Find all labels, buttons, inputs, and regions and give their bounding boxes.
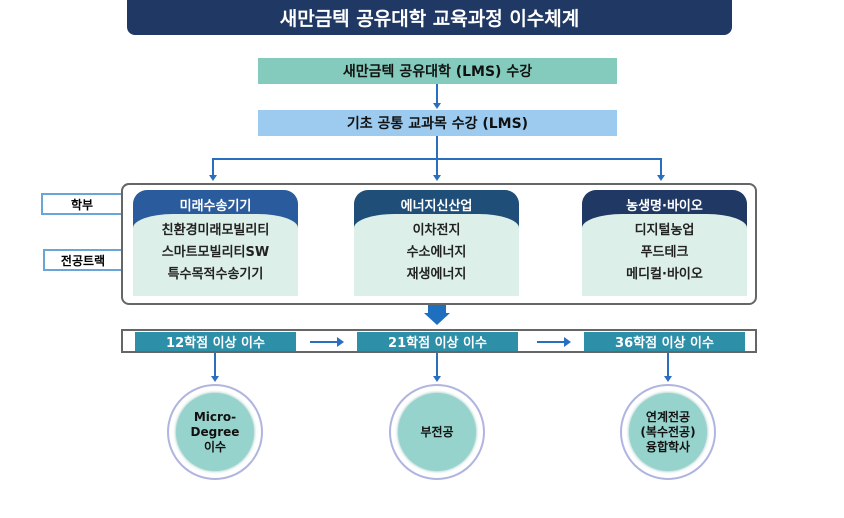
- track-item: 특수목적수송기기: [167, 267, 264, 282]
- arrow-down-icon: [211, 376, 219, 382]
- label-dept: 학부: [41, 193, 123, 215]
- connector: [436, 84, 438, 104]
- connector: [212, 158, 214, 176]
- credit-step: 21학점 이상 이수: [357, 332, 518, 351]
- outcome-text: Degree: [190, 424, 240, 439]
- credits-box: [121, 329, 757, 353]
- arrow-down-icon: [433, 175, 441, 181]
- label-track: 전공트랙: [43, 249, 123, 271]
- arrow-down-icon: [657, 175, 665, 181]
- outcome-double-major: 연계전공(복수전공)융합학사: [620, 384, 716, 480]
- outcome-text: 융합학사: [645, 439, 691, 454]
- arrow-right-icon: [310, 337, 344, 347]
- outcome-text: Micro-: [193, 409, 237, 424]
- track-item: 디지털농업: [634, 223, 695, 238]
- big-arrow-icon: [428, 305, 446, 313]
- connector: [214, 353, 216, 377]
- track-item: 수소에너지: [406, 245, 467, 260]
- credit-step: 12학점 이상 이수: [135, 332, 296, 351]
- step-basic-common-course: 기초 공통 교과목 수강 (LMS): [258, 110, 617, 136]
- page-title: 새만금텍 공유대학 교육과정 이수체계: [127, 0, 732, 35]
- track-item: 재생에너지: [406, 267, 467, 282]
- arrow-down-icon: [433, 376, 441, 382]
- connector: [667, 353, 669, 377]
- step-lms-course: 새만금텍 공유대학 (LMS) 수강: [258, 58, 617, 84]
- outcome-text: 이수: [203, 439, 227, 454]
- connector: [212, 158, 662, 160]
- outcome-text: (복수전공): [640, 424, 696, 439]
- arrow-right-icon: [537, 337, 571, 347]
- arrow-down-icon: [209, 175, 217, 181]
- arrow-down-icon: [433, 103, 441, 109]
- credit-step: 36학점 이상 이수: [584, 332, 745, 351]
- outcome-text: 부전공: [420, 424, 454, 439]
- outcome-minor: 부전공: [389, 384, 485, 480]
- track-item: 푸드테크: [640, 245, 689, 260]
- connector: [436, 353, 438, 377]
- big-arrow-head-icon: [424, 313, 450, 325]
- outcome-text: 연계전공: [645, 409, 691, 424]
- track-item: 스마트모빌리티SW: [161, 245, 270, 260]
- track-item: 친환경미래모빌리티: [161, 223, 270, 238]
- arrow-down-icon: [664, 376, 672, 382]
- track-item: 메디컬·바이오: [626, 267, 703, 282]
- track-item: 이차전지: [412, 223, 461, 238]
- departments-box: [121, 183, 757, 305]
- connector: [436, 136, 438, 176]
- connector: [660, 158, 662, 176]
